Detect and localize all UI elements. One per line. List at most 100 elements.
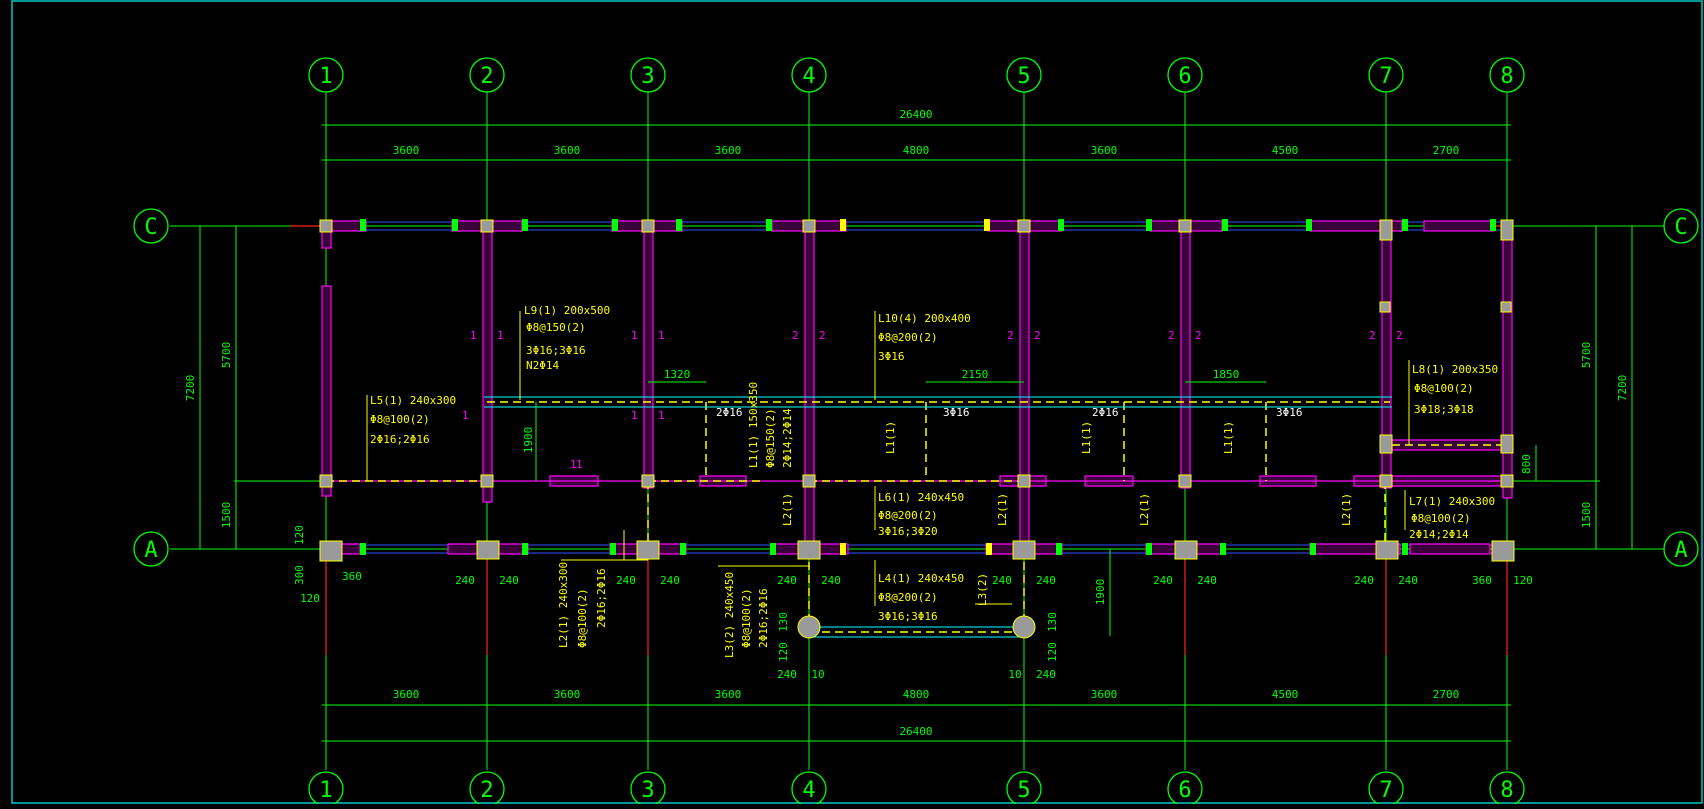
- beam-L10-rebar: 3Φ16: [878, 350, 905, 363]
- beam-L8-label: L8(1) 200x350: [1412, 363, 1498, 376]
- dim-left-1500: 1500: [220, 502, 233, 529]
- dim-span-6-bottom: 4500: [1272, 688, 1299, 701]
- left-dimensions: 7200 5700 1500 120 300 120 360: [184, 226, 362, 605]
- beam-L8-rebar: 3Φ18;3Φ18: [1414, 403, 1474, 416]
- dim-2150: 2150: [962, 368, 989, 381]
- beam-L2-small-c: L2(1): [1138, 493, 1151, 526]
- axis-label-4-bottom: 4: [802, 778, 815, 803]
- beam-L5-stirrup: Φ8@100(2): [370, 413, 430, 426]
- dim-right-120: 120: [1513, 574, 1533, 587]
- rebar-dashed-lines: [326, 396, 1507, 638]
- columns: [319, 219, 1515, 639]
- dim-120a: 120: [777, 642, 790, 662]
- beam-L4-stirrup: Φ8@200(2): [878, 591, 938, 604]
- dim-span-3-top: 3600: [715, 144, 742, 157]
- section-mark-1c: 1: [631, 329, 638, 342]
- dim-span-1-bottom: 3600: [393, 688, 420, 701]
- dim-right-7200: 7200: [1616, 375, 1629, 402]
- section-mark-1d: 1: [658, 329, 665, 342]
- section-mark-2f: 2: [1195, 329, 1202, 342]
- dim-240-5b: 240: [1036, 668, 1056, 681]
- axis-label-8-top: 8: [1500, 64, 1513, 89]
- axis-label-C-left: C: [144, 215, 157, 240]
- dim-span-4-bottom: 4800: [903, 688, 930, 701]
- beam-L4-label: L4(1) 240x450: [878, 572, 964, 585]
- section-mark-2a: 2: [792, 329, 799, 342]
- beam-L2-small-b: L2(1): [996, 493, 1009, 526]
- bottom-dimensions: 3600 3600 3600 4800 3600 4500 2700 26400: [322, 688, 1511, 742]
- dim-span-6-top: 4500: [1272, 144, 1299, 157]
- beam-L6-stirrup: Φ8@200(2): [878, 509, 938, 522]
- beam-L1-small-b: L1(1): [1080, 421, 1093, 454]
- rebar-labels: 2Φ16 3Φ16 2Φ16 3Φ16: [716, 406, 1303, 419]
- beam-L3-label: L3(2) 240x450: [723, 572, 736, 658]
- beam-L9-side: N2Φ14: [526, 359, 559, 372]
- dim-left-5700: 5700: [220, 342, 233, 369]
- dim-240-5l: 240: [992, 574, 1012, 587]
- dim-span-1-top: 3600: [393, 144, 420, 157]
- dim-left-7200: 7200: [184, 375, 197, 402]
- axis-label-7-top: 7: [1379, 64, 1392, 89]
- axis-label-6-top: 6: [1178, 64, 1191, 89]
- axis-label-A-right: A: [1674, 538, 1687, 563]
- rebar-label-4: 3Φ16: [1276, 406, 1303, 419]
- dim-130b: 130: [1046, 612, 1059, 632]
- beam-L11-stirrup: Φ8@150(2): [764, 408, 777, 468]
- beam-L11-label: L1(1) 150x350: [747, 382, 760, 468]
- right-dimensions: 5700 1500 7200 360 120: [1472, 226, 1633, 587]
- beam-L9-rebar: 3Φ16;3Φ16: [526, 344, 586, 357]
- beam-L5-rebar: 2Φ16;2Φ16: [370, 433, 430, 446]
- axis-label-6-bottom: 6: [1178, 778, 1191, 803]
- beam-L11-rebar: 2Φ14;2Φ14: [781, 408, 794, 468]
- dim-left-300: 300: [293, 565, 306, 585]
- dim-10-4b: 10: [811, 668, 824, 681]
- dim-240-4b: 240: [777, 668, 797, 681]
- axis-label-1-bottom: 1: [319, 778, 332, 803]
- section-mark-2b: 2: [819, 329, 826, 342]
- dim-1900-inner: 1900: [522, 427, 535, 454]
- dim-right-5700: 5700: [1580, 342, 1593, 369]
- dim-span-5-top: 3600: [1091, 144, 1118, 157]
- beam-L6-label: L6(1) 240x450: [878, 491, 964, 504]
- grid-lines: [170, 92, 1664, 770]
- dim-240-6l: 240: [1153, 574, 1173, 587]
- rebar-label-2: 3Φ16: [943, 406, 970, 419]
- rebar-label-3: 2Φ16: [1092, 406, 1119, 419]
- axis-label-2-top: 2: [480, 64, 493, 89]
- section-mark-1a: 1: [470, 329, 477, 342]
- section-mark-1i: 1: [576, 458, 583, 471]
- dim-span-4-top: 4800: [903, 144, 930, 157]
- axis-label-5-bottom: 5: [1017, 778, 1030, 803]
- dim-span-2-bottom: 3600: [554, 688, 581, 701]
- beam-L2-small-d: L2(1): [1340, 493, 1353, 526]
- dim-span-5-bottom: 3600: [1091, 688, 1118, 701]
- beam-L7-stirrup: Φ8@100(2): [1411, 512, 1471, 525]
- beam-L10-stirrup: Φ8@200(2): [878, 331, 938, 344]
- beam-L3-small: L3(2): [976, 573, 989, 606]
- beam-L6-rebar: 3Φ16;3Φ20: [878, 525, 938, 538]
- axis-label-2-bottom: 2: [480, 778, 493, 803]
- dim-240-4l: 240: [777, 574, 797, 587]
- section-marks: 1 1 1 1 2 2 2 2 2 2 2 2 1 1 1 1 1: [462, 329, 1403, 471]
- dim-total-top: 26400: [899, 108, 932, 121]
- section-mark-2e: 2: [1168, 329, 1175, 342]
- dim-1850: 1850: [1213, 368, 1240, 381]
- axis-label-7-bottom: 7: [1379, 778, 1392, 803]
- section-mark-1g: 1: [658, 409, 665, 422]
- axis-label-8-bottom: 8: [1500, 778, 1513, 803]
- dim-span-3-bottom: 3600: [715, 688, 742, 701]
- dim-240-3l: 240: [616, 574, 636, 587]
- beam-L4-rebar: 3Φ16;3Φ16: [878, 610, 938, 623]
- beam-L7-rebar: 2Φ14;2Φ14: [1409, 528, 1469, 541]
- beam-L9-label: L9(1) 200x500: [524, 304, 610, 317]
- beam-L2-label: L2(1) 240x300: [557, 562, 570, 648]
- dim-span-7-bottom: 2700: [1433, 688, 1460, 701]
- section-mark-2h: 2: [1396, 329, 1403, 342]
- beam-L1-small-a: L1(1): [884, 421, 897, 454]
- dim-240-4r: 240: [821, 574, 841, 587]
- beam-L5-label: L5(1) 240x300: [370, 394, 456, 407]
- dim-240-7l: 240: [1354, 574, 1374, 587]
- top-dimensions: 26400 3600 3600 3600 4800 3600 4500 2700: [322, 108, 1511, 161]
